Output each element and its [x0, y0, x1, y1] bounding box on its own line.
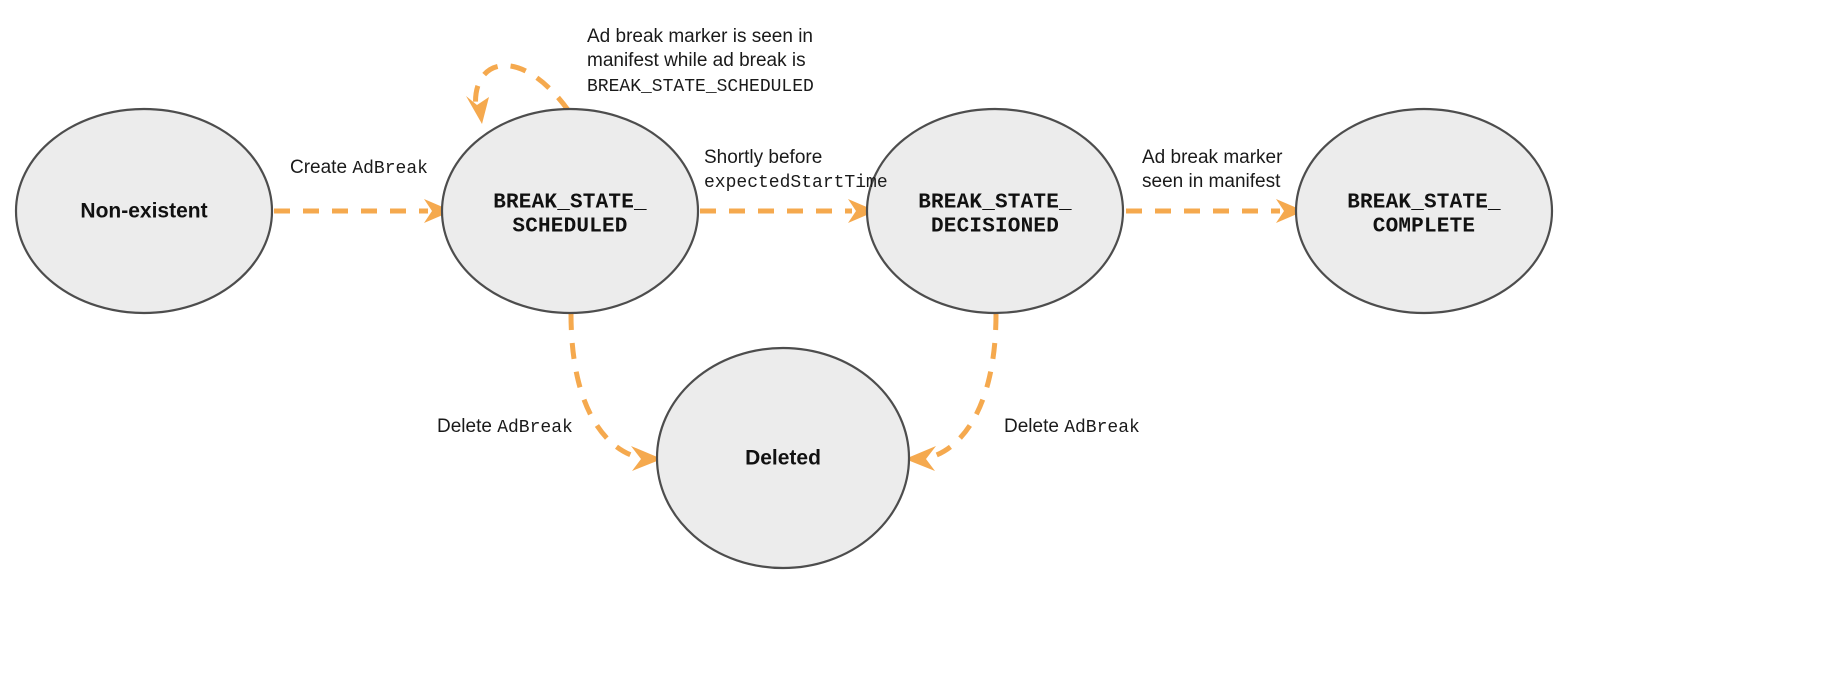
edge-label-create-adbreak: Create AdBreak: [290, 156, 428, 181]
edge-decisioned-to-deleted-arrowhead: [905, 446, 936, 471]
edge-label-scheduled-to-decisioned: Shortly before expectedStartTime: [704, 146, 888, 195]
edge-decisioned-to-deleted: [905, 313, 999, 471]
edge-scheduled-to-decisioned: [700, 199, 876, 223]
node-break-state-decisioned-label-line1: BREAK_STATE_: [918, 192, 1072, 215]
node-break-state-scheduled[interactable]: BREAK_STATE_ SCHEDULED: [440, 107, 700, 315]
edge-label-shortly-before: Shortly before: [704, 147, 823, 168]
node-break-state-complete-shape[interactable]: [1294, 107, 1554, 315]
edge-label-self-loop-line2: manifest while ad break is: [587, 50, 806, 72]
node-non-existent[interactable]: Non-existent: [14, 107, 274, 315]
node-break-state-decisioned-label-line2: DECISIONED: [931, 216, 1059, 239]
edge-label-delete-adbreak-left-plain: Delete: [437, 416, 498, 437]
edge-create-adbreak-arrowhead: [424, 199, 452, 223]
edge-label-delete-adbreak-right-plain: Delete: [1004, 416, 1065, 437]
edge-label-ad-break-marker-line2: seen in manifest: [1142, 171, 1281, 193]
edge-decisioned-to-complete: [1126, 199, 1304, 223]
edge-label-decisioned-to-complete: Ad break marker seen in manifest: [1142, 146, 1282, 195]
edge-scheduled-to-deleted: [568, 313, 662, 471]
edge-label-delete-adbreak-left-mono: AdBreak: [497, 418, 573, 438]
node-break-state-scheduled-label-line1: BREAK_STATE_: [493, 192, 647, 215]
node-break-state-scheduled-shape[interactable]: [440, 107, 700, 315]
edge-label-self-loop-mono: BREAK_STATE_SCHEDULED: [587, 76, 814, 97]
edge-label-scheduled-self-loop: Ad break marker is seen in manifest while…: [587, 25, 814, 99]
node-deleted-shape[interactable]: [655, 346, 911, 570]
node-break-state-decisioned[interactable]: BREAK_STATE_ DECISIONED: [865, 107, 1125, 315]
node-break-state-scheduled-label-line2: SCHEDULED: [512, 216, 627, 239]
node-break-state-complete[interactable]: BREAK_STATE_ COMPLETE: [1294, 107, 1554, 315]
edge-scheduled-self-loop-path: [473, 63, 571, 112]
edge-label-scheduled-to-deleted: Delete AdBreak: [437, 415, 573, 440]
node-deleted[interactable]: Deleted: [655, 346, 911, 570]
edge-scheduled-self-loop: [466, 63, 571, 124]
node-non-existent-shape[interactable]: [14, 107, 274, 315]
node-break-state-complete-label-line2: COMPLETE: [1373, 216, 1475, 239]
edge-label-ad-break-marker-line1: Ad break marker: [1142, 147, 1283, 168]
edge-scheduled-to-deleted-arrowhead: [631, 446, 662, 471]
edge-label-create-adbreak-mono: AdBreak: [352, 159, 428, 179]
node-non-existent-label: Non-existent: [80, 200, 207, 223]
edge-decisioned-to-complete-arrowhead: [1276, 199, 1304, 223]
edge-label-expected-start-time-mono: expectedStartTime: [704, 173, 888, 194]
edge-label-self-loop-line1: Ad break marker is seen in: [587, 26, 813, 47]
edge-label-delete-adbreak-right-mono: AdBreak: [1064, 418, 1140, 438]
edge-scheduled-to-deleted-path: [568, 313, 641, 461]
edge-label-decisioned-to-deleted: Delete AdBreak: [1004, 415, 1140, 440]
edge-create-adbreak: [274, 199, 452, 223]
edge-label-create-adbreak-plain: Create: [290, 157, 353, 178]
edge-scheduled-to-decisioned-arrowhead: [848, 199, 876, 223]
node-deleted-label: Deleted: [745, 447, 821, 470]
edge-scheduled-self-loop-arrowhead: [466, 96, 489, 124]
node-break-state-complete-label-line1: BREAK_STATE_: [1347, 192, 1501, 215]
node-break-state-decisioned-shape[interactable]: [865, 107, 1125, 315]
edge-decisioned-to-deleted-path: [927, 313, 999, 461]
